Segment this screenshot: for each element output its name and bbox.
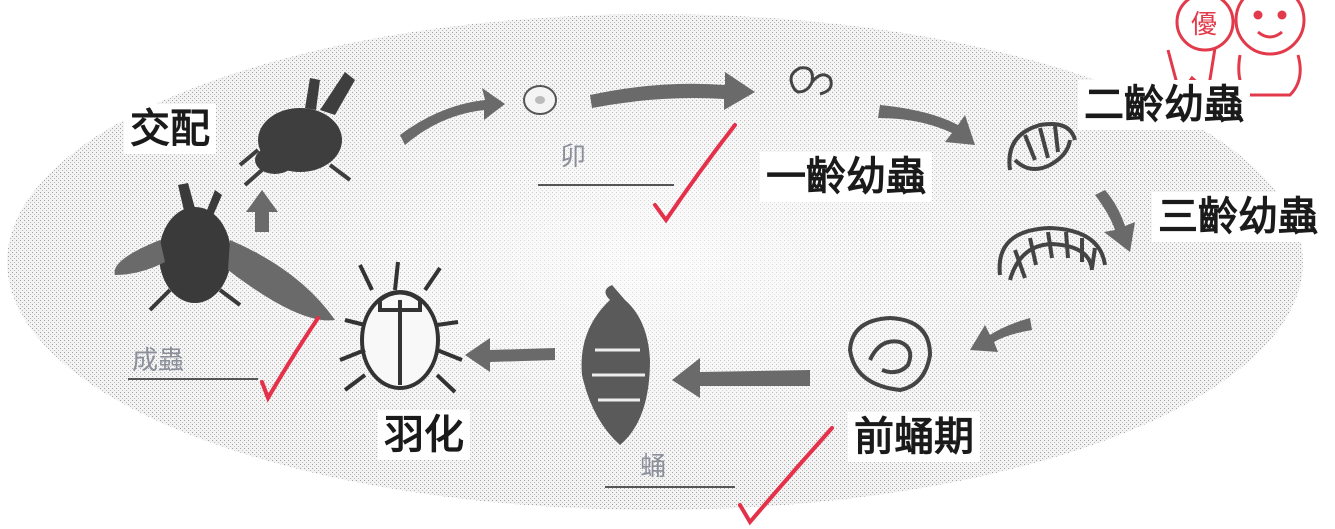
instar1-larva-icon: [789, 66, 833, 96]
egg-icon: [523, 85, 557, 115]
teacher-stamp: [1166, 0, 1306, 99]
pupa-icon: [581, 285, 650, 445]
blank-pupa: [605, 486, 735, 488]
eclosion-beetle-icon: [339, 261, 463, 394]
instar3-larva-icon: [997, 225, 1107, 281]
check-mark-adult: [260, 316, 320, 403]
answer-pupa: 蛹: [640, 452, 667, 482]
blank-egg: [538, 184, 674, 186]
arrow-instar2-to-instar3: [1095, 190, 1135, 252]
arrow-eclosion-to-adult: [246, 190, 278, 232]
stamp-text: 優: [1191, 10, 1218, 40]
check-marks: [260, 123, 834, 526]
instar2-larva-icon: [1007, 122, 1077, 171]
arrow-pupa-to-eclosion: [465, 338, 555, 372]
label-instar1: 一齡幼蟲: [760, 152, 932, 202]
label-prepupa: 前蛹期: [848, 412, 980, 462]
arrow-prepupa-to-pupa: [672, 358, 810, 398]
label-mating: 交配: [124, 104, 216, 154]
label-instar2: 二齡幼蟲: [1078, 80, 1250, 130]
check-mark-pupa: [738, 426, 834, 526]
adult-flying-beetle-icon: [114, 183, 335, 321]
mating-beetle-icon: [238, 72, 355, 187]
answer-egg: 卯: [560, 142, 587, 172]
arrow-instar1-to-instar2: [878, 105, 975, 145]
arrow-egg-to-instar1: [590, 72, 755, 110]
check-mark-egg: [653, 123, 737, 224]
arrow-instar3-to-prepupa: [970, 318, 1032, 352]
prepupa-icon: [847, 315, 933, 393]
arrow-adult-to-egg: [400, 88, 505, 145]
blank-adult: [128, 378, 258, 380]
answer-adult: 成蟲: [132, 346, 185, 376]
cycle-arrows: [246, 72, 1135, 398]
label-eclosion: 羽化: [378, 410, 470, 460]
label-instar3: 三齡幼蟲: [1152, 192, 1324, 242]
